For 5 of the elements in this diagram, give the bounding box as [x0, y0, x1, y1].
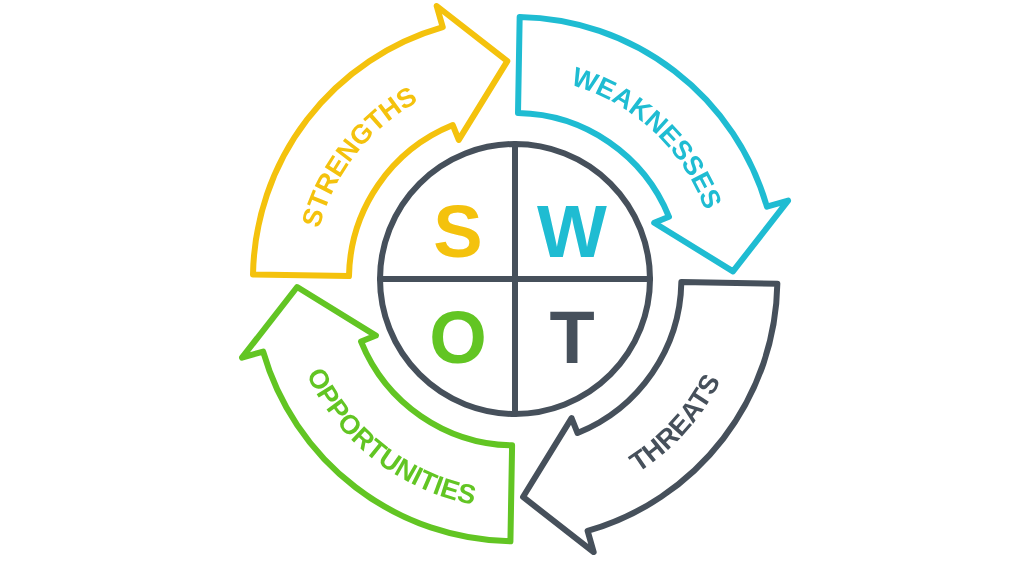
curved-arrow — [519, 278, 780, 555]
quadrant-letter: W — [537, 204, 607, 260]
quadrant-letter: S — [433, 204, 483, 260]
quadrant-letter: O — [429, 310, 487, 366]
quadrant-letter: T — [549, 310, 595, 366]
